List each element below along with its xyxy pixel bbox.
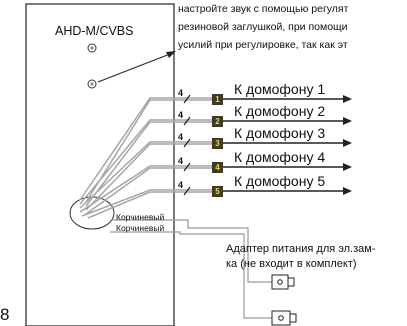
output-lines <box>223 98 345 192</box>
wire-4b <box>85 167 212 215</box>
wire-3b <box>85 143 212 211</box>
output-label-5: К домофону 5 <box>234 173 326 189</box>
knob-2 <box>87 79 97 89</box>
knob-1 <box>87 43 97 53</box>
pointer-arrowhead <box>166 51 176 58</box>
wire-5b <box>87 191 212 219</box>
brown-wires <box>110 219 272 319</box>
output-label-4: К домофону 4 <box>234 149 326 165</box>
adapter-plug-bottom <box>271 310 297 326</box>
output-label-1: К домофону 1 <box>234 81 326 97</box>
tick-number-3: 4 <box>178 132 184 142</box>
note-line-1: настройте звук с помощью регулят <box>178 3 349 15</box>
adapter-caption-line-2: ка (не входит в комплект) <box>226 258 357 270</box>
output-label-3: К домофону 3 <box>234 125 326 141</box>
tick-number-4: 4 <box>178 156 184 166</box>
output-badge-1: 1 <box>212 94 223 105</box>
brown-wire-1 <box>110 219 272 283</box>
wire-2 <box>79 119 212 205</box>
cable-grommet <box>69 196 115 230</box>
adapter-caption-line-1: Адаптер питания для эл.зам- <box>226 243 376 255</box>
wire-2b <box>85 121 212 207</box>
output-label-2: К домофону 2 <box>234 103 326 119</box>
tick-number-2: 4 <box>178 110 184 120</box>
pointer-line <box>97 53 171 83</box>
output-badge-5: 5 <box>212 186 223 197</box>
tick-number-1: 4 <box>178 88 184 98</box>
page-number: 8 <box>0 305 10 324</box>
wire-fan <box>79 97 212 219</box>
output-badge-4: 4 <box>212 162 223 173</box>
knob-2-inner <box>90 82 94 86</box>
tick-marks <box>183 94 191 196</box>
wire-1 <box>79 97 212 201</box>
output-badge-2: 2 <box>212 116 223 127</box>
wire-label-brown-2: Корчиневый <box>116 223 165 233</box>
wire-1b <box>85 99 212 203</box>
knob-1-inner <box>90 46 94 50</box>
note-line-3: усилий при регулировке, так как эт <box>178 39 348 51</box>
panel-box <box>25 3 175 326</box>
wire-4 <box>79 165 212 213</box>
output-badge-3: 3 <box>212 138 223 149</box>
output-arrowheads <box>343 95 352 195</box>
brown-wire-2 <box>110 231 272 319</box>
adapter-plug-top <box>271 274 295 290</box>
tick-number-5: 4 <box>178 180 184 190</box>
note-line-2: резиновой заглушкой, при помощи <box>178 21 348 33</box>
wire-3 <box>79 141 212 209</box>
wire-5 <box>81 189 212 217</box>
device-label: AHD-M/CVBS <box>55 24 134 38</box>
wire-label-brown-1: Корчиневый <box>116 212 165 222</box>
